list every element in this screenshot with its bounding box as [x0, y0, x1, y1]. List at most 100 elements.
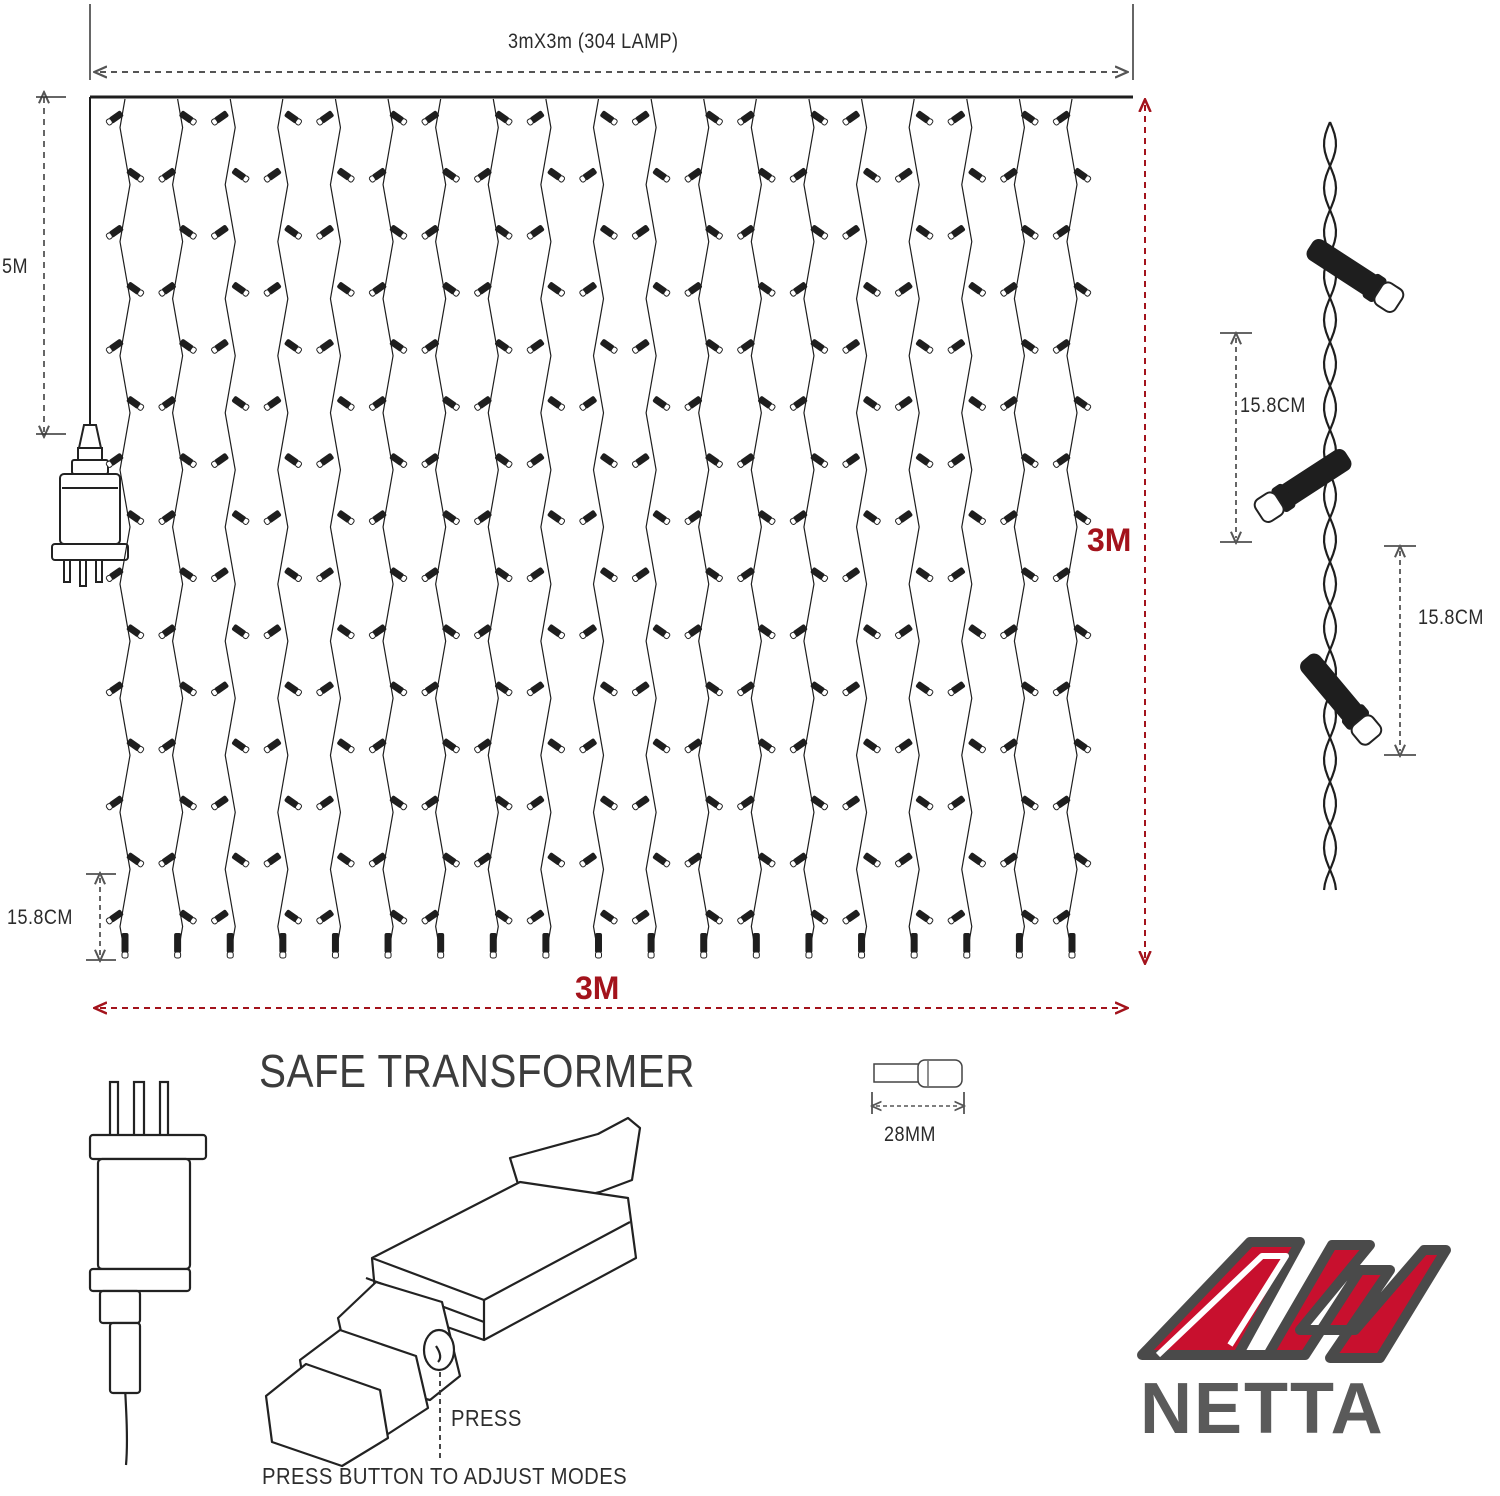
- curtain-bulb-icon: [263, 738, 282, 754]
- curtain-end-bulb-icon: [858, 933, 866, 959]
- curtain-bulb-icon: [947, 681, 965, 697]
- curtain-bulb-icon: [1021, 110, 1039, 126]
- curtain-bulb-icon: [232, 510, 250, 525]
- curtain-bulb-icon: [842, 110, 860, 126]
- curtain-bulb-icon: [105, 681, 124, 697]
- curtain-bulb-icon: [810, 339, 829, 354]
- plug-icon: [51, 424, 129, 587]
- curtain-bulb-icon: [368, 510, 387, 525]
- curtain-bulb-icon: [758, 624, 776, 640]
- detail-bulb-icon: [1300, 653, 1383, 746]
- curtain-bulb-icon: [1052, 453, 1071, 468]
- curtain-bulb-icon: [105, 909, 124, 925]
- curtain-bulb-icon: [915, 110, 934, 126]
- curtain-bulb-icon: [810, 110, 829, 126]
- curtain-bulb-icon: [915, 567, 934, 583]
- top-dimension-label: 3mX3m (304 LAMP): [508, 30, 679, 53]
- curtain-bulb-icon: [705, 567, 723, 583]
- curtain-bulb-icon: [389, 225, 408, 240]
- curtain-bulb-icon: [263, 852, 282, 868]
- curtain-bulb-icon: [968, 738, 986, 754]
- curtain-bulb-icon: [1021, 225, 1039, 240]
- detail-spacing-label-2: 15.8CM: [1418, 606, 1484, 629]
- curtain-bulb-icon: [547, 852, 566, 868]
- curtain-bulb-icon: [894, 510, 913, 525]
- curtain-end-bulb-icon: [1015, 933, 1023, 959]
- curtain-bulb-icon: [1021, 453, 1039, 468]
- curtain-bulb-icon: [842, 681, 860, 697]
- curtain-bulb-icon: [600, 567, 618, 583]
- curtain-bulb-icon: [421, 909, 439, 925]
- curtain-bulb-icon: [105, 110, 124, 126]
- curtain-bulb-icon: [652, 624, 671, 640]
- curtain-bulb-icon: [158, 852, 176, 868]
- curtain-bulb-icon: [389, 339, 408, 354]
- curtain-bulb-icon: [842, 567, 860, 583]
- curtain-bulb-icon: [1021, 909, 1039, 925]
- curtain-bulb-icon: [842, 909, 860, 925]
- curtain-bulb-icon: [705, 453, 723, 468]
- curtain-bulb-icon: [474, 852, 492, 868]
- curtain-bulb-icon: [842, 795, 860, 811]
- curtain-bulb-icon: [337, 167, 355, 183]
- curtain-bulb-icon: [368, 282, 387, 297]
- curtain-bulb-icon: [579, 510, 597, 525]
- curtain-bulb-icon: [211, 339, 229, 354]
- curtain-bulb-icon: [842, 453, 860, 468]
- detail-bulb-icon: [1253, 449, 1352, 523]
- curtain-bulb-icon: [547, 738, 566, 754]
- lead-cable-label: 5M: [2, 255, 28, 278]
- curtain-end-bulb-icon: [752, 933, 760, 959]
- curtain-bulb-icon: [389, 795, 408, 811]
- curtain-bulb-icon: [421, 225, 439, 240]
- curtain-bulb-icon: [842, 339, 860, 354]
- curtain-bulb-icon: [442, 852, 460, 868]
- curtain-bulb-icon: [789, 396, 808, 411]
- curtain-bulb-icon: [337, 624, 355, 640]
- curtain-bulb-icon: [705, 110, 723, 126]
- curtain-bulb-icon: [368, 624, 387, 640]
- curtain-bulb-icon: [789, 852, 808, 868]
- curtain-bulb-icon: [368, 396, 387, 411]
- curtain-bulb-icon: [389, 567, 408, 583]
- curtain-end-bulb-icon: [226, 933, 234, 959]
- curtain-bulb-icon: [442, 510, 460, 525]
- curtain-bulb-icon: [737, 681, 755, 697]
- curtain-end-bulb-icon: [805, 933, 813, 959]
- curtain-bulb-icon: [474, 510, 492, 525]
- curtain-bulb-icon: [263, 167, 282, 183]
- curtain-bulb-icon: [179, 681, 197, 697]
- curtain-bulb-icon: [421, 795, 439, 811]
- curtain-bulb-icon: [337, 510, 355, 525]
- curtain-bulb-icon: [158, 167, 176, 183]
- curtain-bulb-icon: [126, 624, 145, 640]
- curtain-bulb-icon: [126, 852, 145, 868]
- curtain-bulb-icon: [474, 624, 492, 640]
- curtain-bulb-icon: [495, 909, 513, 925]
- curtain-bulb-icon: [863, 738, 881, 754]
- bulb-length-label: 28MM: [884, 1123, 936, 1146]
- drop-spacing-dimension: [86, 874, 116, 960]
- curtain-bulb-icon: [495, 339, 513, 354]
- curtain-bulb-icon: [1000, 852, 1018, 868]
- curtain-bulb-icon: [526, 453, 545, 468]
- curtain-bulb-icon: [894, 624, 913, 640]
- curtain-bulb-icon: [337, 282, 355, 297]
- curtain-bulb-icon: [631, 225, 650, 240]
- curtain-bulb-icon: [789, 167, 808, 183]
- curtain-bulb-icon: [705, 681, 723, 697]
- curtain-bulb-icon: [126, 282, 145, 297]
- curtain-bulb-icon: [232, 624, 250, 640]
- curtain-bulb-icon: [947, 453, 965, 468]
- curtain-bulb-icon: [1073, 167, 1092, 183]
- curtain-bulb-icon: [705, 339, 723, 354]
- curtain-bulb-icon: [442, 738, 460, 754]
- curtain-bulb-icon: [894, 282, 913, 297]
- curtain-bulb-icon: [915, 795, 934, 811]
- curtain-bulb-icon: [368, 167, 387, 183]
- curtain-bulb-icon: [758, 396, 776, 411]
- curtain-bulb-icon: [526, 681, 545, 697]
- curtain-bulb-icon: [705, 225, 723, 240]
- curtain-bulb-icon: [684, 738, 702, 754]
